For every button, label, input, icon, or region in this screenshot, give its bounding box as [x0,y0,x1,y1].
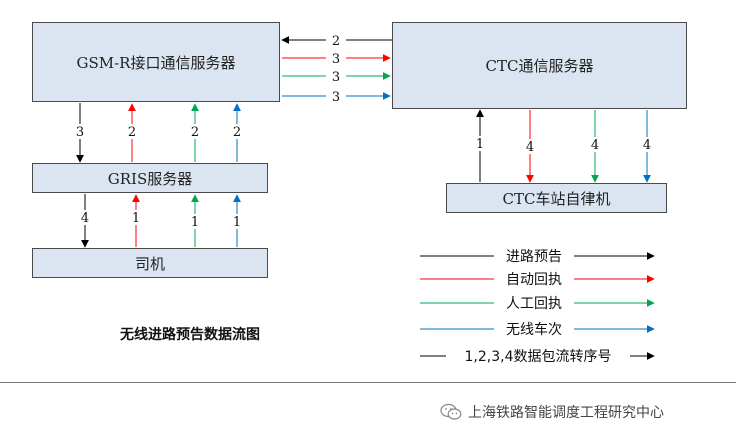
label-gris-to-gsm-green: 2 [191,125,199,140]
legend-label-sequence: 1,2,3,4数据包流转序号 [465,349,612,365]
legend-label-manual-receipt: 人工回执 [506,296,562,312]
ctc-server-label: CTC通信服务器 [485,57,594,75]
driver-label: 司机 [134,254,165,273]
gris-server-box: GRIS服务器 [32,163,268,193]
divider-line [0,382,736,383]
label-driver-to-gris-green: 1 [191,215,199,230]
diagram-caption: 无线进路预告数据流图 [120,327,260,343]
label-gsm-to-ctc-blue: 3 [332,90,340,105]
label-gris-to-gsm-blue: 2 [233,125,241,140]
gris-server-label: GRIS服务器 [107,169,193,188]
label-gris-to-gsm-red: 2 [128,125,136,140]
label-gsm-to-ctc-green: 3 [332,70,340,85]
legend-label-wireless-train: 无线车次 [506,321,562,338]
watermark-text: 上海铁路智能调度工程研究中心 [468,405,664,421]
label-gsm-to-ctc-red: 3 [332,52,340,67]
ctc-station-box: CTC车站自律机 [446,183,667,213]
label-station-to-ctc: 1 [476,137,484,152]
ctc-server-box: CTC通信服务器 [392,22,687,109]
ctc-station-label: CTC车站自律机 [502,189,611,208]
gsm-r-server-box: GSM-R接口通信服务器 [32,22,280,102]
label-gsm-to-gris: 3 [76,125,84,140]
driver-box: 司机 [32,248,268,278]
label-ctc-to-station-red: 4 [526,140,534,155]
watermark: 上海铁路智能调度工程研究中心 [440,402,664,422]
label-ctc-to-gsm: 2 [332,34,340,49]
label-ctc-to-station-blue: 4 [643,138,651,153]
legend-label-route-notice: 进路预告 [506,249,562,265]
legend: 进路预告 自动回执 人工回执 无线车次 1,2,3,4数据包流转序号 [420,246,655,366]
gsm-r-server-label: GSM-R接口通信服务器 [76,53,236,72]
label-ctc-to-station-green: 4 [591,138,599,153]
label-gris-to-driver: 4 [81,211,89,226]
label-driver-to-gris-red: 1 [132,211,140,226]
label-driver-to-gris-blue: 1 [233,215,241,230]
legend-label-auto-receipt: 自动回执 [506,272,562,288]
wechat-icon [440,403,462,420]
